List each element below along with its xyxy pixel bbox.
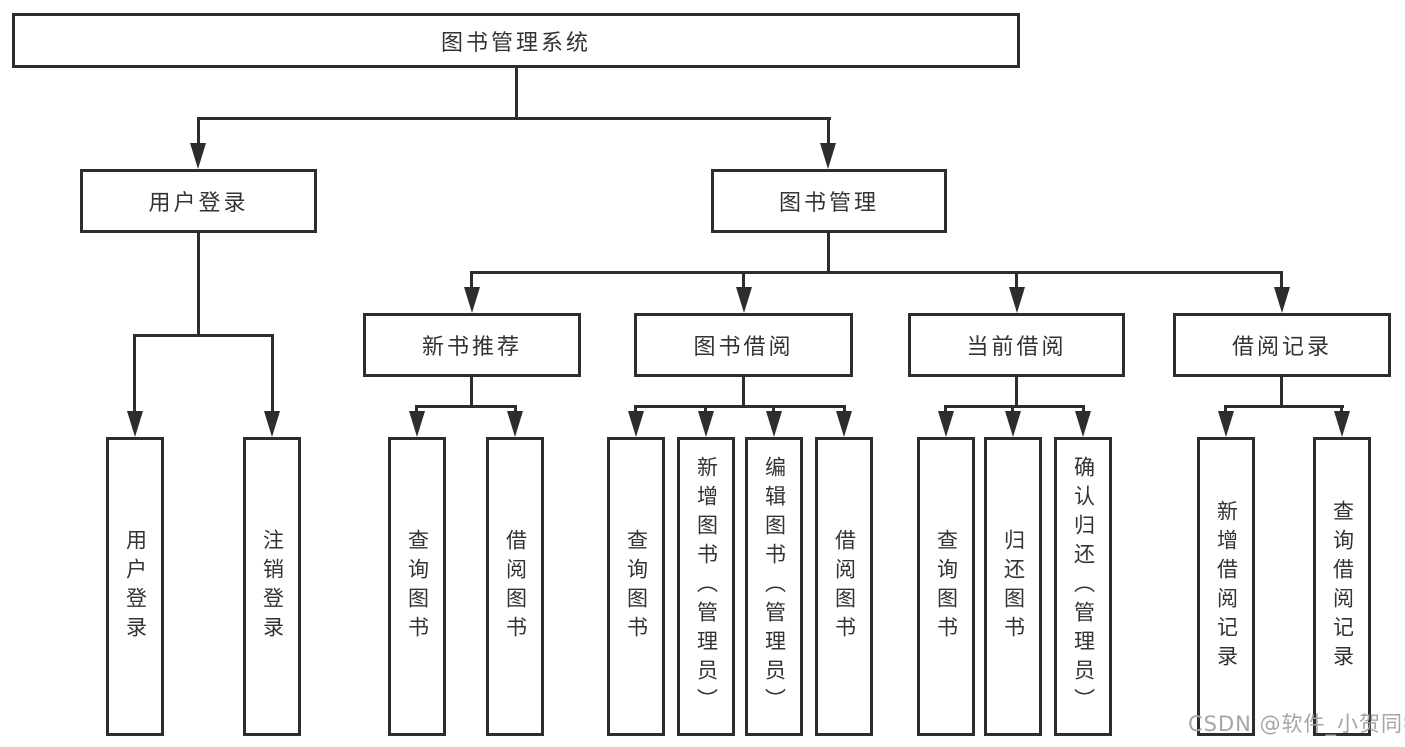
node-label: 图书管理 <box>778 191 879 216</box>
node-library-system: 图书管理系统 <box>12 13 1020 68</box>
connector-line <box>1015 377 1018 408</box>
connector-line <box>742 377 745 408</box>
node-label: 用户登录 <box>148 191 249 216</box>
node-borrow-book: 借阅图书 <box>486 437 544 736</box>
connector-line <box>197 117 831 120</box>
arrow-down-icon <box>1009 287 1025 313</box>
arrow-down-icon <box>836 411 852 437</box>
connector-line <box>634 405 846 408</box>
arrow-down-icon <box>628 411 644 437</box>
node-borrow-records: 借阅记录 <box>1173 313 1391 377</box>
node-label: 图书管理系统 <box>440 30 591 56</box>
arrow-down-icon <box>1218 411 1234 437</box>
arrow-down-icon <box>190 143 206 169</box>
arrow-down-icon <box>698 411 714 437</box>
connector-line <box>515 68 518 118</box>
node-label: 新增借阅记录 <box>1214 499 1239 674</box>
node-label: 查询图书 <box>934 528 959 645</box>
node-label: 用户登录 <box>123 528 148 645</box>
node-label: 注销登录 <box>260 528 285 645</box>
node-add-borrow-record: 新增借阅记录 <box>1197 437 1255 736</box>
node-current-borrow: 当前借阅 <box>908 313 1125 377</box>
node-logout-login: 注销登录 <box>243 437 301 736</box>
arrow-down-icon <box>264 411 280 437</box>
node-book-management: 图书管理 <box>711 169 947 233</box>
node-new-book-recommend: 新书推荐 <box>363 313 581 377</box>
node-label: 新增图书（管理员） <box>694 456 719 717</box>
node-label: 查询图书 <box>405 528 430 645</box>
node-query-borrow-record: 查询借阅记录 <box>1313 437 1371 736</box>
connector-line <box>470 271 473 293</box>
connector-line <box>197 233 200 337</box>
node-borrow-book: 借阅图书 <box>815 437 873 736</box>
node-label: 借阅图书 <box>832 528 857 645</box>
connector-line <box>470 271 1283 274</box>
connector-line <box>271 334 274 414</box>
arrow-down-icon <box>464 287 480 313</box>
node-label: 归还图书 <box>1001 528 1026 645</box>
connector-line <box>1280 377 1283 408</box>
arrow-down-icon <box>1334 411 1350 437</box>
node-confirm-return-admin: 确认归还（管理员） <box>1054 437 1112 736</box>
connector-line <box>197 117 200 147</box>
arrow-down-icon <box>507 411 523 437</box>
arrow-down-icon <box>1005 411 1021 437</box>
node-label: 确认归还（管理员） <box>1071 456 1096 717</box>
connector-line <box>1015 271 1018 293</box>
connector-line <box>742 271 745 293</box>
connector-line <box>827 233 830 274</box>
connector-line <box>944 405 1085 408</box>
node-user-login-leaf: 用户登录 <box>106 437 164 736</box>
node-user-login: 用户登录 <box>80 169 317 233</box>
node-label: 图书借阅 <box>693 335 794 360</box>
connector-line <box>470 377 473 408</box>
arrow-down-icon <box>1274 287 1290 313</box>
connector-line <box>415 405 517 408</box>
node-label: 新书推荐 <box>421 335 522 360</box>
csdn-watermark: CSDN @软件_小贺同学 <box>1188 712 1405 736</box>
node-book-borrow: 图书借阅 <box>634 313 853 377</box>
connector-line <box>827 117 830 147</box>
node-label: 查询借阅记录 <box>1330 499 1355 674</box>
arrow-down-icon <box>736 287 752 313</box>
connector-line <box>133 334 136 414</box>
node-label: 查询图书 <box>624 528 649 645</box>
arrow-down-icon <box>820 143 836 169</box>
node-return-book: 归还图书 <box>984 437 1042 736</box>
node-label: 借阅记录 <box>1231 335 1332 360</box>
connector-line <box>133 334 274 337</box>
connector-line <box>1280 271 1283 293</box>
node-label: 当前借阅 <box>966 335 1067 360</box>
arrow-down-icon <box>1075 411 1091 437</box>
arrow-down-icon <box>409 411 425 437</box>
node-label: 编辑图书（管理员） <box>762 456 787 717</box>
node-add-book-admin: 新增图书（管理员） <box>677 437 735 736</box>
node-query-book: 查询图书 <box>917 437 975 736</box>
node-query-book: 查询图书 <box>388 437 446 736</box>
node-edit-book-admin: 编辑图书（管理员） <box>745 437 803 736</box>
arrow-down-icon <box>127 411 143 437</box>
node-query-book: 查询图书 <box>607 437 665 736</box>
arrow-down-icon <box>766 411 782 437</box>
node-label: 借阅图书 <box>503 528 528 645</box>
arrow-down-icon <box>938 411 954 437</box>
connector-line <box>1224 405 1344 408</box>
